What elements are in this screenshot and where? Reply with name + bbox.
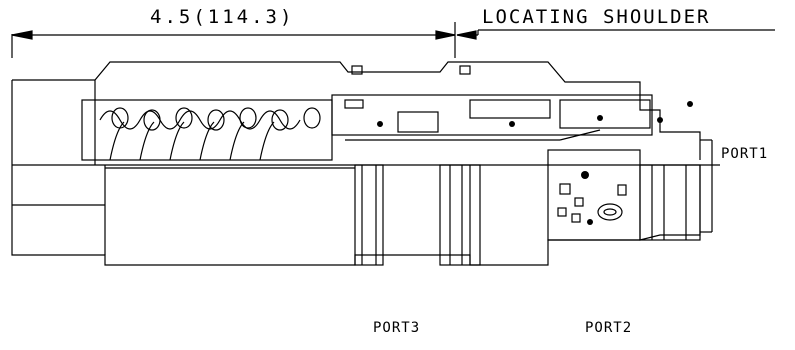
port2-label: PORT2 — [585, 320, 633, 336]
nose-end — [700, 139, 713, 233]
spring-chamber — [81, 99, 333, 161]
seal-grooves — [354, 164, 701, 266]
spool-assembly — [331, 65, 693, 141]
overall-length-label: 4.5(114.3) — [150, 6, 295, 28]
locating-shoulder-leader — [456, 29, 775, 40]
overall-length-dimension — [11, 22, 456, 58]
lower-body — [11, 165, 701, 266]
locating-shoulder-label: LOCATING SHOULDER — [482, 6, 711, 28]
port3-label: PORT3 — [373, 320, 421, 336]
port2-cross-holes — [547, 149, 641, 241]
port1-label: PORT1 — [721, 146, 769, 162]
